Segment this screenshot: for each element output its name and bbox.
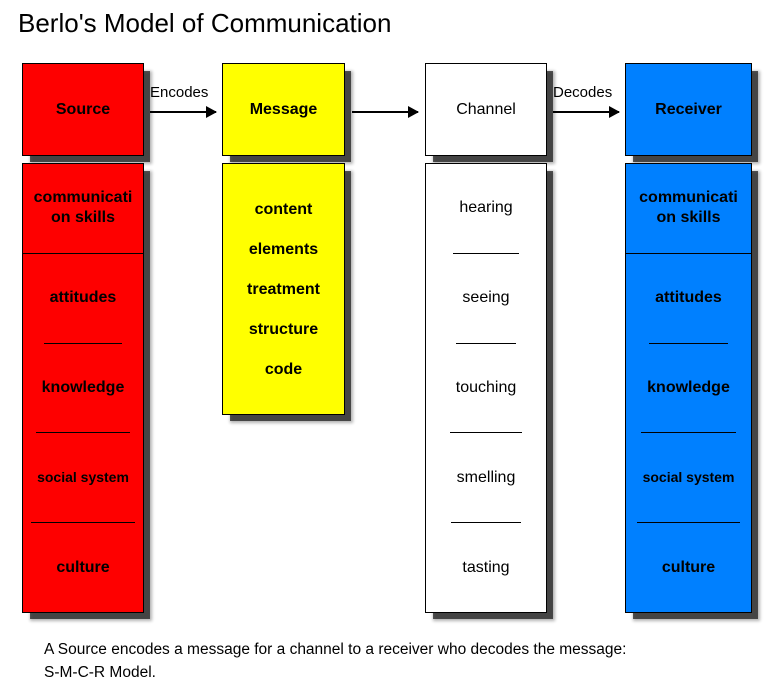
source-attributes-list: communicati on skills attitudes knowledg… bbox=[22, 163, 144, 613]
channel-attributes-list: hearing seeing touching smelling tasting bbox=[425, 163, 547, 613]
arrow-message-to-channel bbox=[352, 106, 419, 118]
list-item[interactable]: communicati on skills bbox=[626, 164, 751, 254]
receiver-header-label: Receiver bbox=[655, 100, 722, 118]
list-item[interactable]: seeing bbox=[456, 254, 516, 344]
list-item[interactable]: content bbox=[254, 201, 313, 218]
source-header-box[interactable]: Source bbox=[22, 63, 144, 156]
diagram-caption: A Source encodes a message for a channel… bbox=[44, 638, 744, 685]
list-item[interactable]: code bbox=[264, 361, 303, 378]
channel-header-label: Channel bbox=[456, 100, 516, 118]
list-item[interactable]: smelling bbox=[450, 433, 522, 524]
caption-line-2: S-M-C-R Model. bbox=[44, 664, 156, 682]
list-item[interactable]: culture bbox=[56, 558, 110, 576]
list-item[interactable]: attitudes bbox=[43, 254, 123, 344]
receiver-attributes-list: communicati on skills attitudes knowledg… bbox=[625, 163, 752, 613]
list-item[interactable]: hearing bbox=[453, 164, 519, 254]
source-header-label: Source bbox=[55, 100, 111, 118]
message-attributes-list: content elements treatment structure cod… bbox=[222, 163, 345, 415]
list-item[interactable]: attitudes bbox=[649, 254, 728, 344]
list-item[interactable]: social system bbox=[636, 433, 741, 524]
arrow-label-decodes: Decodes bbox=[553, 84, 613, 101]
page-title: Berlo's Model of Communication bbox=[18, 8, 392, 38]
list-item[interactable]: culture bbox=[661, 558, 716, 576]
list-item[interactable]: touching bbox=[449, 344, 523, 434]
list-item[interactable]: communicati on skills bbox=[23, 164, 143, 254]
list-item[interactable]: knowledge bbox=[35, 344, 131, 434]
caption-line-1: A Source encodes a message for a channel… bbox=[44, 641, 627, 658]
arrow-channel-to-receiver bbox=[553, 106, 620, 118]
list-item[interactable]: tasting bbox=[462, 558, 510, 576]
list-item[interactable]: social system bbox=[31, 433, 135, 524]
receiver-header-box[interactable]: Receiver bbox=[625, 63, 752, 156]
arrow-source-to-message bbox=[150, 106, 217, 118]
channel-header-box[interactable]: Channel bbox=[425, 63, 547, 156]
list-item[interactable]: structure bbox=[248, 321, 319, 338]
list-item[interactable]: elements bbox=[248, 241, 319, 258]
message-header-box[interactable]: Message bbox=[222, 63, 345, 156]
list-item[interactable]: treatment bbox=[247, 281, 320, 298]
arrow-label-encodes: Encodes bbox=[150, 84, 209, 101]
message-header-label: Message bbox=[249, 100, 318, 118]
list-item[interactable]: knowledge bbox=[641, 344, 736, 434]
